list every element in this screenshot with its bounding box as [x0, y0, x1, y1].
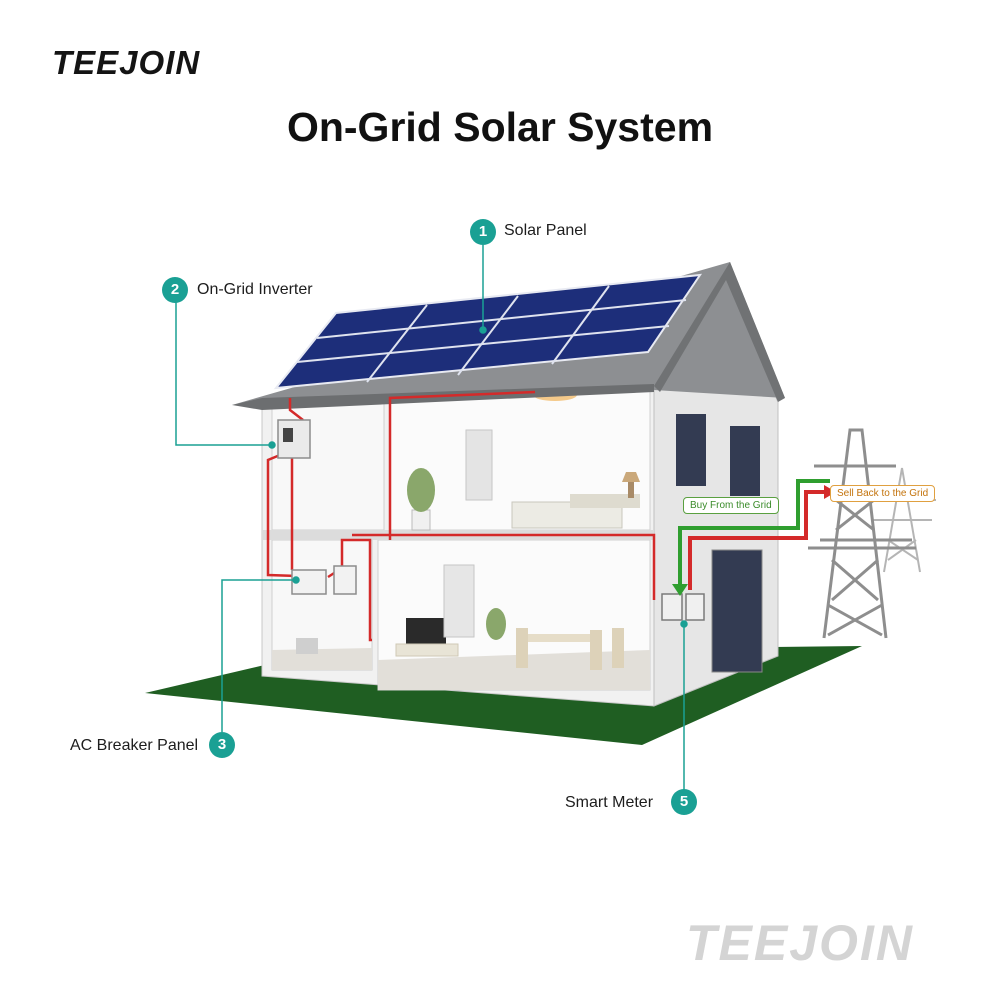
callout-ac-breaker-panel: AC Breaker Panel: [70, 737, 199, 754]
floor-lower-left: [272, 648, 372, 670]
smart-meter: [661, 593, 683, 621]
callout-3-badge: 3: [209, 732, 235, 758]
breaker-panel-2: [333, 565, 357, 595]
leader-lines: [175, 245, 688, 790]
callout-2-badge: 2: [162, 277, 188, 303]
room-lower-left: [271, 539, 373, 671]
sell-back-to-grid-tag: Sell Back to the Grid: [830, 485, 936, 502]
inverter-screen: [283, 428, 293, 442]
lamp-stand: [628, 482, 634, 498]
breaker-panel: [291, 569, 327, 595]
brand-watermark: TEEJOIN: [686, 915, 914, 971]
dining-table: [522, 634, 592, 642]
window-1: [676, 414, 706, 486]
callout-1-badge: 1: [470, 219, 496, 245]
brand-logo: TEEJOIN: [52, 44, 201, 81]
plant-upper: [407, 468, 435, 512]
lamp-shade: [622, 472, 640, 482]
floor-lower: [378, 650, 650, 690]
buy-from-grid-tag: Buy From the Grid: [683, 497, 779, 514]
box: [296, 638, 318, 654]
plant-pot-upper: [411, 509, 431, 531]
tv-stand: [395, 643, 459, 657]
solar-panel-array: [273, 273, 703, 390]
door-lower: [443, 564, 475, 638]
buy-arrow-head: [672, 584, 688, 596]
window-2: [730, 426, 760, 496]
bed-headboard: [570, 494, 640, 508]
buy-from-grid-arrow: [678, 479, 830, 588]
transmission-tower: [808, 428, 916, 639]
callout-5-badge: 5: [671, 789, 697, 815]
tv: [406, 618, 446, 644]
smart-meter-2: [685, 593, 705, 621]
dining-chair-1: [516, 628, 528, 668]
dining-chair-2: [590, 630, 602, 670]
ac-wiring: [266, 390, 656, 642]
door: [465, 429, 493, 501]
transmission-tower-back: [868, 467, 936, 573]
solar-panel-grid: [296, 285, 687, 383]
roof-gable-trim: [654, 262, 785, 402]
page-title: On-Grid Solar System: [286, 104, 714, 150]
glass-door: [711, 549, 763, 673]
plant-lower: [486, 608, 506, 640]
inverter: [277, 419, 311, 459]
callout-smart-meter: Smart Meter: [565, 794, 654, 811]
sell-to-grid-arrow: [688, 490, 826, 590]
dining-chair-3: [612, 628, 624, 668]
callout-on-grid-inverter: On-Grid Inverter: [197, 281, 313, 298]
callout-solar-panel: Solar Panel: [504, 222, 587, 239]
